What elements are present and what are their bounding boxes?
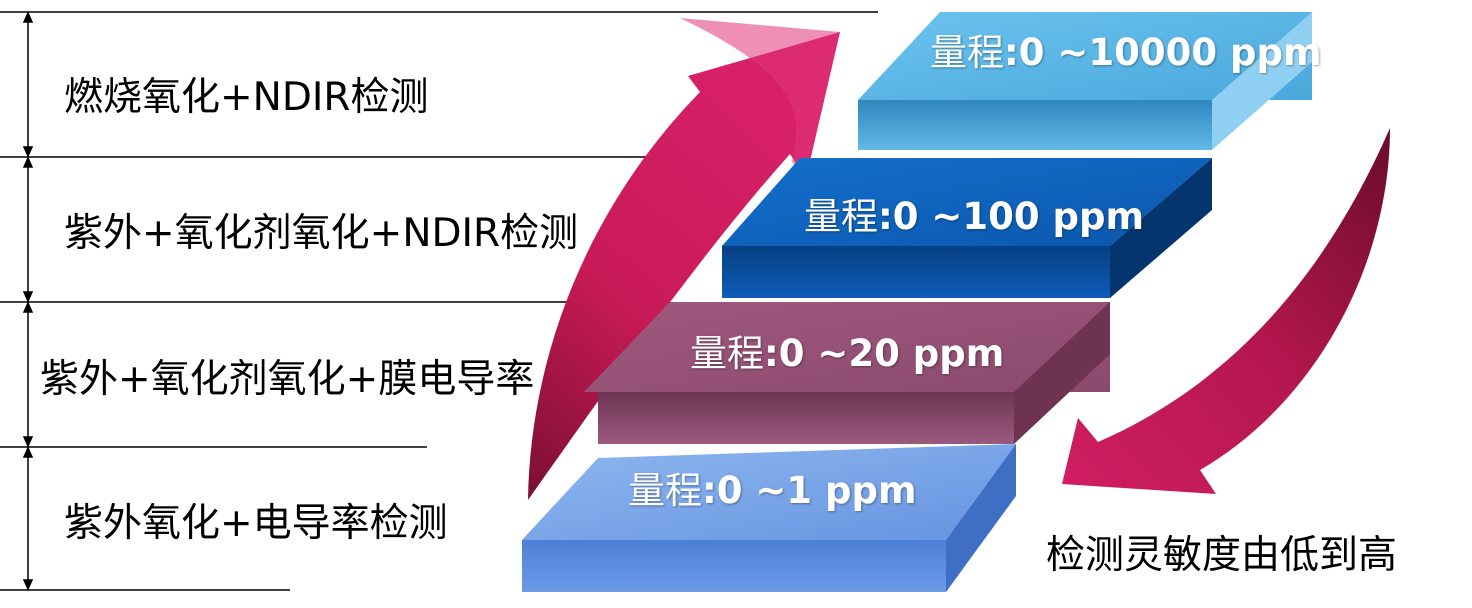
sensitivity-caption: 检测灵敏度由低到高 xyxy=(1046,533,1398,578)
step-top-face xyxy=(858,12,1312,100)
step-side-face xyxy=(1014,302,1110,444)
range-prefix: 量程 xyxy=(690,332,764,375)
step-front-face xyxy=(858,100,1212,150)
step-top-face xyxy=(722,158,1212,246)
step-range-20ppm xyxy=(584,302,1110,444)
range-label-1ppm: 量程:0 ~1 ppm xyxy=(628,472,917,509)
arrowhead-icon xyxy=(22,436,34,448)
method-label-uv-oxidant-ndir: 紫外+氧化剂氧化+NDIR检测 xyxy=(64,211,579,256)
range-label-20ppm: 量程:0 ~20 ppm xyxy=(690,335,1004,372)
range-value: :0 ~10000 ppm xyxy=(1004,31,1322,74)
method-label-combustion: 燃烧氧化+NDIR检测 xyxy=(64,75,429,120)
arrowhead-icon xyxy=(22,446,34,458)
range-value: :0 ~20 ppm xyxy=(764,332,1005,375)
range-prefix: 量程 xyxy=(628,469,702,512)
arrowhead-icon xyxy=(22,156,34,168)
arrowhead-icon xyxy=(22,146,34,158)
step-range-10000ppm xyxy=(858,12,1312,150)
step-front-face xyxy=(522,540,946,592)
range-label-100ppm: 量程:0 ~100 ppm xyxy=(804,198,1144,235)
row-separators xyxy=(0,11,878,591)
arrowhead-icon xyxy=(22,301,34,313)
curved-arrow-down-icon xyxy=(1062,128,1390,494)
arrowhead-icon xyxy=(22,291,34,303)
range-value: :0 ~100 ppm xyxy=(878,195,1145,238)
step-range-1ppm xyxy=(522,444,1016,592)
dimension-arrows xyxy=(22,11,34,591)
step-front-face xyxy=(722,246,1110,298)
arrowhead-icon xyxy=(22,579,34,591)
range-prefix: 量程 xyxy=(930,31,1004,74)
curved-arrow-up-highlight xyxy=(680,18,840,178)
step-side-face xyxy=(1212,12,1312,150)
method-label-uv-oxidant-membrane: 紫外+氧化剂氧化+膜电导率 xyxy=(40,357,535,402)
range-label-10000ppm: 量程:0 ~10000 ppm xyxy=(930,34,1322,71)
arrowhead-icon xyxy=(22,11,34,23)
step-front-face xyxy=(598,392,1014,444)
method-label-uv-conductivity: 紫外氧化+电导率检测 xyxy=(64,501,448,546)
step-side-face xyxy=(946,444,1016,592)
step-side-face xyxy=(1110,158,1212,298)
step-range-100ppm xyxy=(722,158,1212,298)
step-top-face xyxy=(584,302,1110,392)
range-value: :0 ~1 ppm xyxy=(702,469,917,512)
step-top-face xyxy=(522,444,1016,540)
range-prefix: 量程 xyxy=(804,195,878,238)
